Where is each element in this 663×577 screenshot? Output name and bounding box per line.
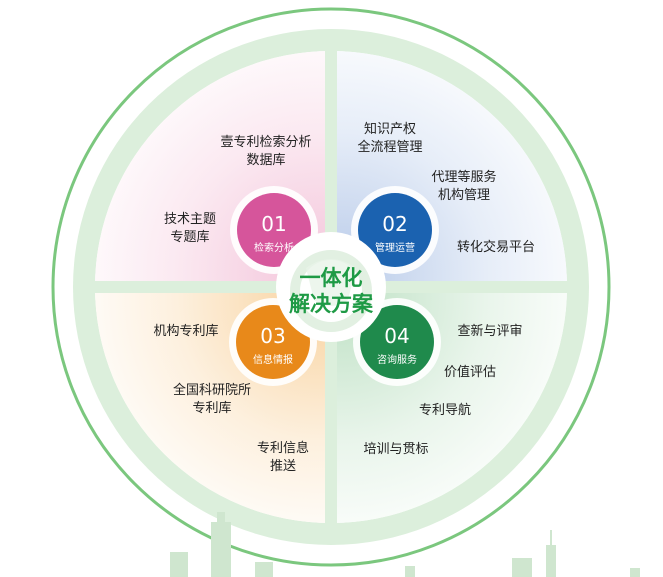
quadrant-03-label: 信息情报 — [253, 353, 293, 366]
item-label: 价值评估 — [444, 364, 496, 380]
item-label: 技术主题 — [164, 212, 216, 227]
item-label: 查新与评审 — [457, 323, 522, 339]
item-label: 全国科研院所 — [173, 382, 251, 398]
item-label: 壹专利检索分析 — [220, 135, 311, 150]
item-label: 数据库 — [246, 152, 285, 168]
quadrant-02-number: 02 — [382, 212, 407, 236]
quadrant-04-label: 咨询服务 — [377, 353, 417, 366]
item-label: 转化交易平台 — [457, 239, 535, 255]
item-label: 机构管理 — [438, 188, 490, 203]
center-hub: 一体化 解决方案 — [276, 232, 386, 342]
item-label: 知识产权 — [364, 121, 416, 137]
item-label: 专利导航 — [419, 402, 471, 418]
item-label: 推送 — [270, 459, 296, 474]
center-title-line2: 解决方案 — [289, 292, 374, 316]
item-label: 专利库 — [192, 400, 231, 416]
quadrant-01-label: 检索分析 — [254, 241, 294, 254]
quadrant-03-number: 03 — [260, 324, 285, 348]
quadrant-01-number: 01 — [261, 212, 286, 236]
item-label: 专利信息 — [257, 440, 309, 456]
quadrant-02-label: 管理运营 — [375, 241, 415, 254]
item-label: 全流程管理 — [357, 139, 422, 155]
center-title-line1: 一体化 — [300, 266, 363, 290]
quadrant-04-number: 04 — [384, 324, 409, 348]
item-label: 机构专利库 — [153, 323, 218, 339]
item-label: 代理等服务 — [431, 169, 496, 185]
item-label: 专题库 — [170, 229, 209, 245]
item-label: 培训与贯标 — [363, 441, 428, 457]
